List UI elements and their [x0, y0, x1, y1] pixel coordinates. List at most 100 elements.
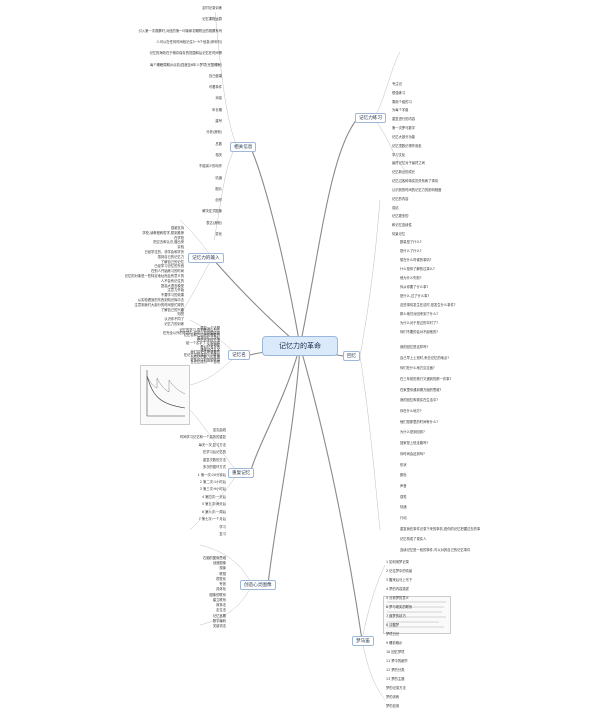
leaf-item: 消息	[215, 96, 222, 101]
leaf-item: 认识到的时间的记忆力的影响程度	[392, 187, 442, 192]
leaf-item: 关键词法	[212, 624, 226, 628]
leaf-item: 他们是那里的时间有什么?	[400, 419, 439, 424]
leaf-item: 在记忆中构建起一个联系	[183, 352, 220, 357]
leaf-item: 你从你要了什么事?	[400, 285, 429, 289]
curve-to-b6	[249, 345, 301, 474]
leaf-item: 7 做梦的技巧	[386, 614, 406, 618]
leaf-item: 梦的记录方法	[386, 686, 406, 690]
leaf-item: 人不会有记住的	[160, 278, 184, 283]
leaf-item: 看似记名字的	[200, 345, 220, 350]
leaf-item: 感到自己的记忆力	[157, 254, 184, 259]
leaf-item: 什么是你了解的过事么?	[400, 267, 435, 271]
leaf-item: 记忆的内容	[392, 196, 409, 201]
leaf-item: 为每个字组	[392, 108, 409, 113]
leaf-item: 年长期	[212, 107, 222, 112]
leaf-item: 2 记住梦中的情景	[386, 569, 413, 573]
leaf-item: 在家里你遇到哪方面的思维?	[400, 387, 442, 392]
leaf-item: 这些事情发生在这时,是发生什么事件?	[400, 303, 456, 307]
leaf-item: 重复次数的方法	[202, 457, 226, 462]
leaf-item: 第一次罗马数字	[392, 126, 416, 131]
leaf-item: 复习	[219, 532, 226, 536]
leaf-item: 定时记录训练	[202, 6, 222, 10]
forgetting-curve-graph	[146, 370, 186, 417]
leaf-item: 情绪	[400, 505, 407, 510]
dream-note-scribbles	[387, 601, 446, 628]
leaf-item: 知觉	[177, 312, 184, 317]
leaf-item: 记忆的海效在于储存保存的范围和后记忆在时间等	[149, 51, 222, 56]
leaf-item: 感觉	[400, 494, 407, 499]
leaf-item: 记忆名和它后面你需要的	[183, 333, 220, 338]
leaf-item: 在学校	[174, 235, 184, 240]
leaf-item: 已经学习记忆的东西	[154, 264, 184, 269]
leaf-item: 7 第七次:一个月后	[198, 517, 226, 522]
leaf-item: 已经学过的、非学会和学历	[144, 250, 184, 254]
leaf-item: 学校,读教程和哲学,想到推荐	[142, 230, 184, 235]
leaf-item: 在学习后记忆的	[202, 450, 226, 455]
leaf-item: 成绩	[392, 205, 399, 210]
branch-name-memory[interactable]: 记忆名	[228, 350, 250, 360]
leaf-item: 了解自己的兴趣	[160, 307, 184, 312]
branch-memory-input[interactable]: 记忆力的输入	[188, 253, 224, 263]
branch-memory-practice[interactable]: 记忆力练习	[355, 113, 386, 123]
leaf-item: 人可以在任何时间段记住5~9个信息(伊利刊)	[156, 39, 222, 44]
branch-repeat-memory[interactable]: 重复记忆	[228, 468, 255, 478]
branch-mind-images[interactable]: 创造心灵图像	[240, 580, 276, 590]
leaf-item: 梦的应用	[386, 704, 400, 708]
leaf-item: 学习文化	[392, 152, 406, 157]
leaf-item: 4 第四次:一天后	[201, 494, 226, 499]
leaf-item: 记忆力的训练	[164, 322, 184, 326]
leaf-item: 记忆的学习,直到获得后为止	[179, 328, 220, 333]
leaf-item: 13 梦的主题	[386, 677, 405, 681]
leaf-item: 2 第二次:1小时后	[199, 480, 226, 484]
leaf-item: 重复回忆几次后	[196, 335, 220, 340]
curve-to-b2	[249, 145, 301, 347]
leaf-item: 他为什么失败?	[400, 276, 422, 280]
leaf-item: 11 梦中的细节	[386, 659, 408, 663]
leaf-item: 梦的训练	[386, 695, 400, 699]
leaf-item: 不要学习的效果	[160, 293, 184, 298]
leaf-item: 记忆新近的成长	[392, 170, 416, 175]
leaf-item: 通常记住名字	[200, 347, 220, 352]
leaf-item: 表达(其他)	[206, 220, 222, 225]
leaf-item: 数量是了什么?	[400, 240, 422, 244]
central-topic[interactable]: 记忆力的革命	[262, 336, 338, 356]
leaf-item: 5 分析梦的意义	[386, 596, 409, 600]
leaf-item: 相关	[215, 152, 222, 157]
leaf-item: 故事法	[216, 603, 226, 608]
leaf-item: 注意到我们大部分的时间是忙碌的	[134, 302, 184, 307]
curve-to-b1	[299, 117, 359, 347]
leaf-item: 让记忆成为一个自然	[190, 360, 220, 364]
leaf-item: 为什么对于是过的平时了?	[400, 321, 439, 325]
leaf-item: 人名记忆	[206, 343, 220, 347]
leaf-item: 最终记忆对于最终之间	[392, 161, 425, 166]
leaf-item: 9 睡前暗示	[386, 641, 403, 645]
leaf-item: 变化	[215, 232, 222, 236]
leaf-item: 更多可以利用的信息	[190, 357, 220, 362]
leaf-item: 解决定式图像	[202, 209, 222, 214]
leaf-item: 记忆名字的方法	[196, 338, 220, 343]
leaf-item: 和记忆连续性	[392, 223, 412, 228]
leaf-item: 3 醒来后马上写下	[386, 578, 413, 582]
leaf-item: 建立联系	[212, 597, 226, 602]
leaf-item: 想在什么时候的事情?	[400, 258, 432, 262]
leaf-item: 记忆构成了现实人	[400, 537, 427, 542]
leaf-item: 我的回忆是这样吗?	[400, 345, 429, 349]
leaf-item: 遗忘曲线	[212, 428, 226, 432]
branch-recall[interactable]: 回忆	[343, 351, 361, 361]
leaf-item: 给一个名字了,它的组成	[185, 340, 220, 345]
leaf-item: 图像的联系	[209, 592, 226, 597]
leaf-item: 1 第一次:20分钟后	[197, 472, 226, 477]
leaf-item: 可看事件	[208, 85, 222, 90]
leaf-item: 声音	[400, 483, 407, 488]
leaf-item: 提高大语言模型	[160, 283, 184, 288]
leaf-item: 多次的循环方式	[202, 465, 226, 470]
branch-dream[interactable]: 梦马笛	[352, 636, 374, 646]
forgetting-curve-image	[140, 365, 190, 425]
leaf-item: 8 清醒梦	[386, 623, 400, 627]
leaf-item: 你们在什么地方见过面?	[400, 366, 435, 371]
leaf-item: 回家是上班走路吗?	[400, 441, 429, 446]
leaf-item: 情绪	[215, 175, 222, 180]
branch-related-info[interactable]: 相关信息	[230, 142, 257, 152]
leaf-item: 记忆大部分功能	[392, 134, 416, 139]
leaf-item: 你在什么地方?	[400, 409, 422, 414]
